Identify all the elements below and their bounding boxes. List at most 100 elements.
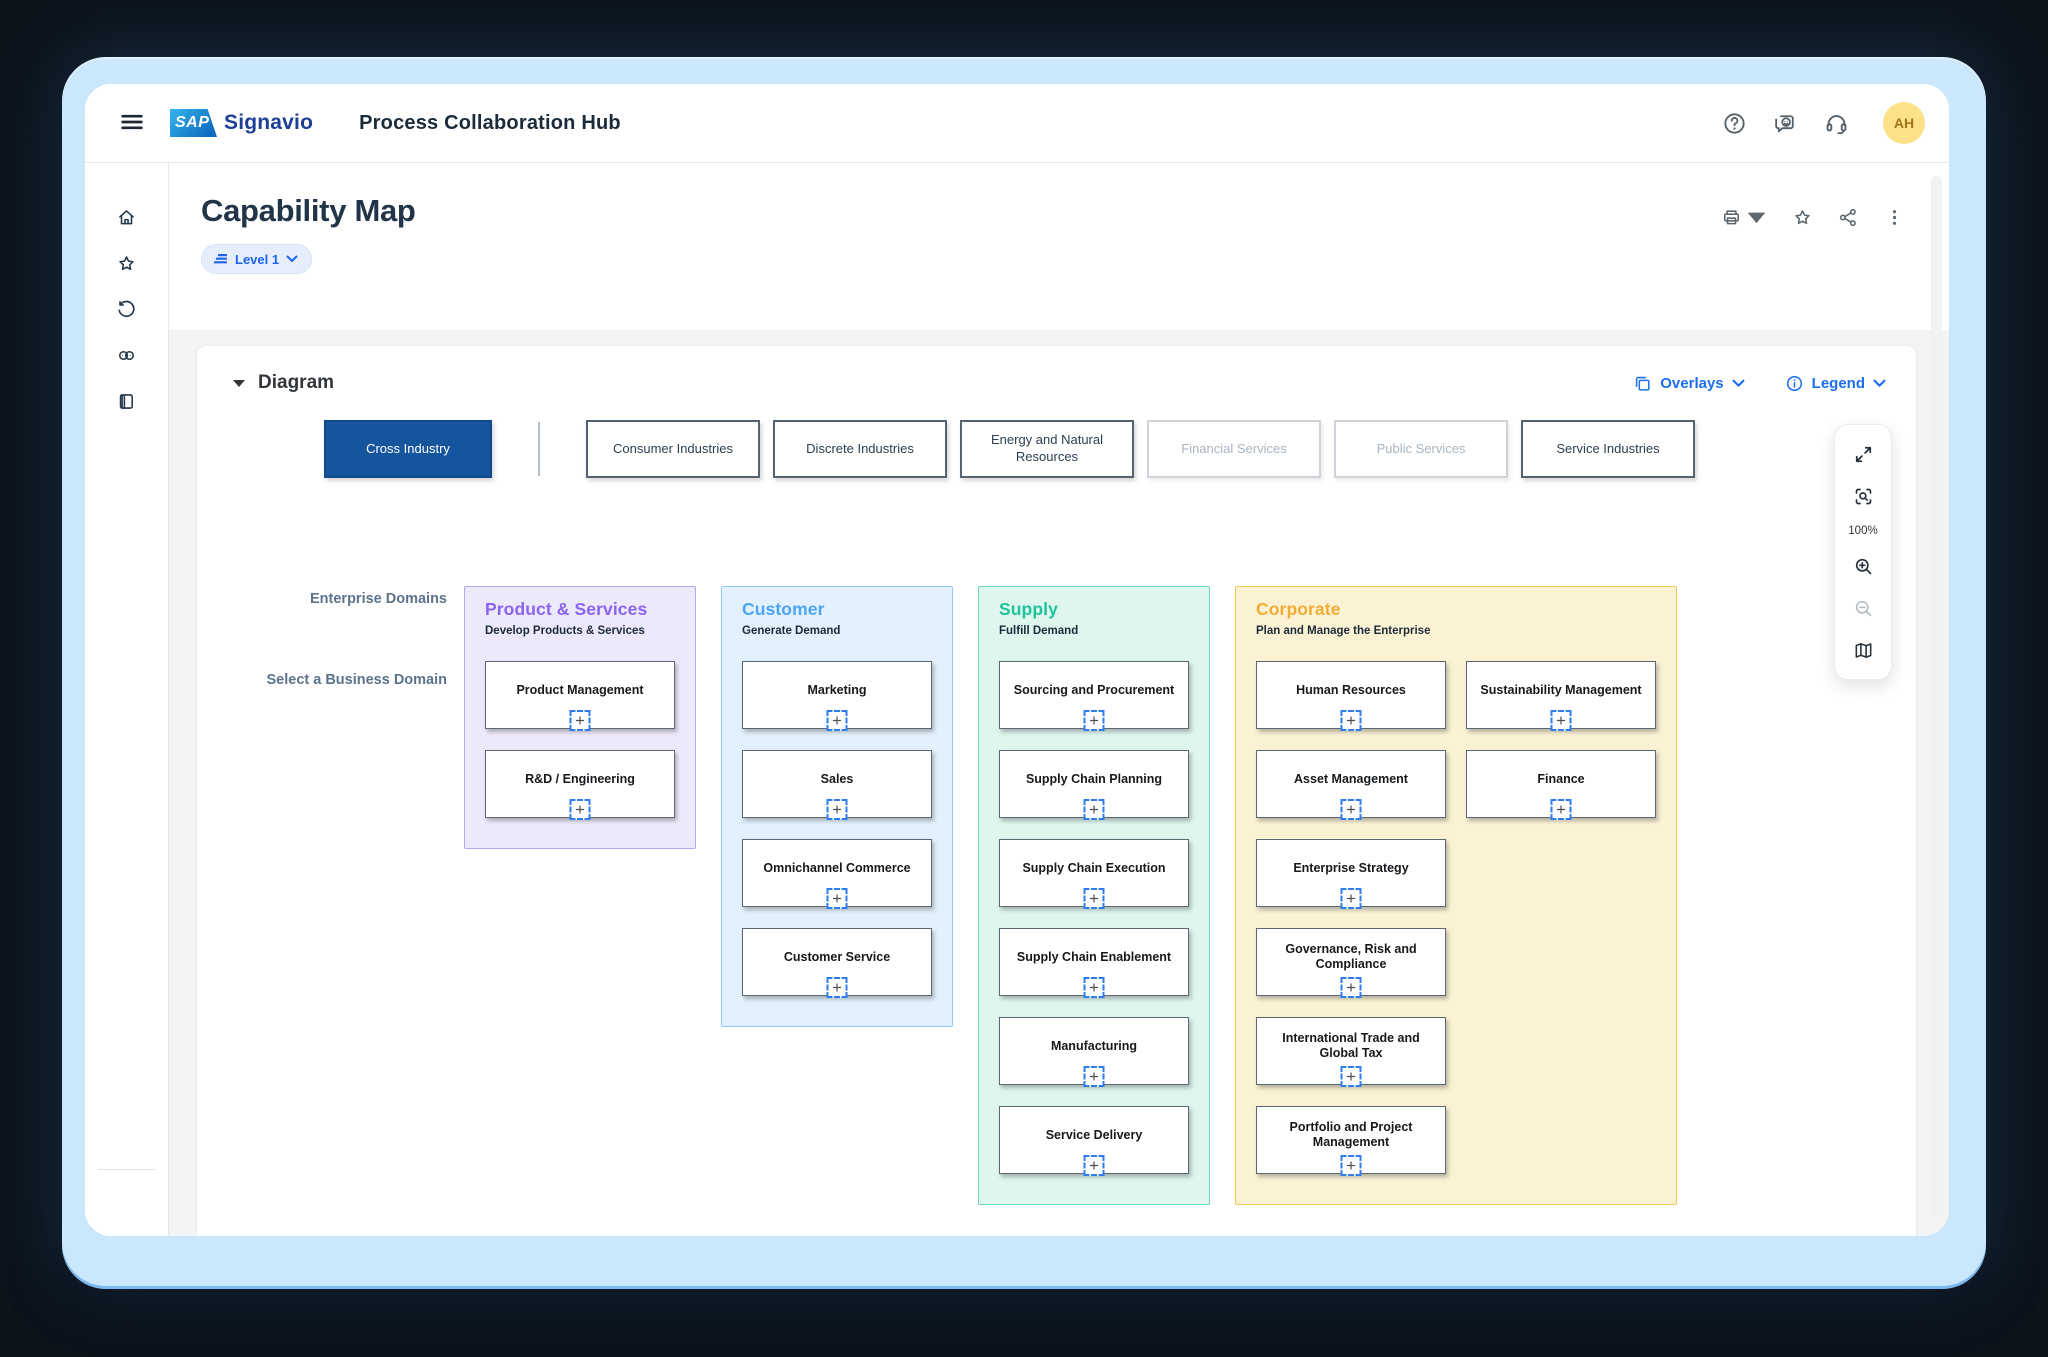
capability-finance[interactable]: Finance [1466,750,1656,820]
capability-label: Supply Chain Execution [1022,860,1166,875]
expand-plus-icon[interactable] [1340,977,1362,998]
sidebar-item-links[interactable] [105,337,149,373]
link-icon [116,345,137,366]
expand-plus-icon[interactable] [826,710,848,731]
industry-tab-energy-and-natural-resources[interactable]: Energy and Natural Resources [960,420,1134,478]
expand-plus-icon[interactable] [1340,799,1362,820]
header-more-button[interactable] [1884,207,1905,228]
fullscreen-button[interactable] [1842,435,1884,473]
levels-icon [213,253,228,266]
diagram-card: Diagram Overlays [196,345,1917,1236]
capability-label: Finance [1537,771,1585,786]
capability-supply-chain-enablement[interactable]: Supply Chain Enablement [999,928,1189,998]
sap-logo-icon: SAP [170,109,217,137]
sidebar-item-home[interactable] [105,199,149,235]
capability-governance-risk-and-compliance[interactable]: Governance, Risk and Compliance [1256,928,1446,998]
expand-plus-icon[interactable] [1550,710,1572,731]
capability-portfolio-and-project-management[interactable]: Portfolio and Project Management [1256,1106,1446,1176]
expand-plus-icon[interactable] [826,888,848,909]
zoomin-icon [1853,556,1874,577]
info-icon [1785,374,1804,393]
capability-supply-chain-planning[interactable]: Supply Chain Planning [999,750,1189,820]
industry-tab-discrete-industries[interactable]: Discrete Industries [773,420,947,478]
support-button[interactable] [1824,111,1849,136]
expand-plus-icon[interactable] [826,977,848,998]
capability-r-d-engineering[interactable]: R&D / Engineering [485,750,675,820]
industry-tab-cross-industry[interactable]: Cross Industry [324,420,492,478]
expand-plus-icon[interactable] [826,799,848,820]
expand-plus-icon[interactable] [1083,977,1105,998]
workspace: Diagram Overlays [169,330,1949,1236]
capability-international-trade-and-global-tax[interactable]: International Trade and Global Tax [1256,1017,1446,1087]
expand-plus-icon[interactable] [1083,1066,1105,1087]
help-button[interactable] [1722,111,1747,136]
expand-icon [1853,444,1874,465]
capability-marketing[interactable]: Marketing [742,661,932,731]
expand-plus-icon[interactable] [1550,799,1572,820]
capability-service-delivery[interactable]: Service Delivery [999,1106,1189,1176]
capability-label: Supply Chain Enablement [1016,949,1172,964]
level-selector[interactable]: Level 1 [201,244,313,274]
capability-label: Manufacturing [1050,1038,1138,1053]
industry-tab-service-industries[interactable]: Service Industries [1521,420,1695,478]
capability-omnichannel-commerce[interactable]: Omnichannel Commerce [742,839,932,909]
expand-plus-icon[interactable] [1083,710,1105,731]
expand-plus-icon[interactable] [1083,888,1105,909]
capability-manufacturing[interactable]: Manufacturing [999,1017,1189,1087]
menu-button[interactable] [118,109,146,137]
capability-sales[interactable]: Sales [742,750,932,820]
zoom-in-button[interactable] [1842,547,1884,585]
sidebar-item-glossary[interactable] [105,383,149,419]
brand[interactable]: SAP Signavio [170,109,313,137]
zoom-level-label: 100% [1848,525,1878,537]
sidebar-item-recent[interactable] [105,291,149,327]
scrollbar-track[interactable] [1931,176,1942,1220]
overlays-button[interactable]: Overlays [1633,374,1745,393]
minimap-button[interactable] [1842,631,1884,669]
level-label: Level 1 [235,251,280,267]
capability-human-resources[interactable]: Human Resources [1256,661,1446,731]
collapse-diagram-icon[interactable] [233,379,245,387]
expand-plus-icon[interactable] [1083,1155,1105,1176]
expand-plus-icon[interactable] [1340,1155,1362,1176]
sidebar-item-favorites[interactable] [105,245,149,281]
expand-plus-icon[interactable] [1340,1066,1362,1087]
capability-asset-management[interactable]: Asset Management [1256,750,1446,820]
legend-button[interactable]: Legend [1785,374,1886,393]
expand-plus-icon[interactable] [1340,888,1362,909]
capability-enterprise-strategy[interactable]: Enterprise Strategy [1256,839,1446,909]
page-header-actions [1721,207,1905,228]
capability-label: Sourcing and Procurement [1013,682,1175,697]
expand-plus-icon[interactable] [569,710,591,731]
caret-down-icon [1746,207,1767,228]
expand-plus-icon[interactable] [1340,710,1362,731]
domain-tagline: Generate Demand [742,625,841,637]
kebab-icon [1884,207,1905,228]
header-print-button[interactable] [1721,207,1767,228]
header-share-button[interactable] [1838,207,1859,228]
capability-product-management[interactable]: Product Management [485,661,675,731]
capability-sustainability-management[interactable]: Sustainability Management [1466,661,1656,731]
capability-customer-service[interactable]: Customer Service [742,928,932,998]
expand-plus-icon[interactable] [569,799,591,820]
focus-search-button[interactable] [1842,477,1884,515]
capability-supply-chain-execution[interactable]: Supply Chain Execution [999,839,1189,909]
chevron-down-icon [1732,379,1745,388]
domain-tagline: Plan and Manage the Enterprise [1256,625,1431,637]
avatar[interactable]: AH [1883,102,1925,144]
sidebar-rail [85,163,169,1236]
diagram-section-title: Diagram [258,372,335,393]
capability-sourcing-and-procurement[interactable]: Sourcing and Procurement [999,661,1189,731]
industry-tab-consumer-industries[interactable]: Consumer Industries [586,420,760,478]
capability-label: Asset Management [1294,771,1408,786]
header-favorite-button[interactable] [1792,207,1813,228]
expand-plus-icon[interactable] [1083,799,1105,820]
feedback-button[interactable] [1773,111,1798,136]
